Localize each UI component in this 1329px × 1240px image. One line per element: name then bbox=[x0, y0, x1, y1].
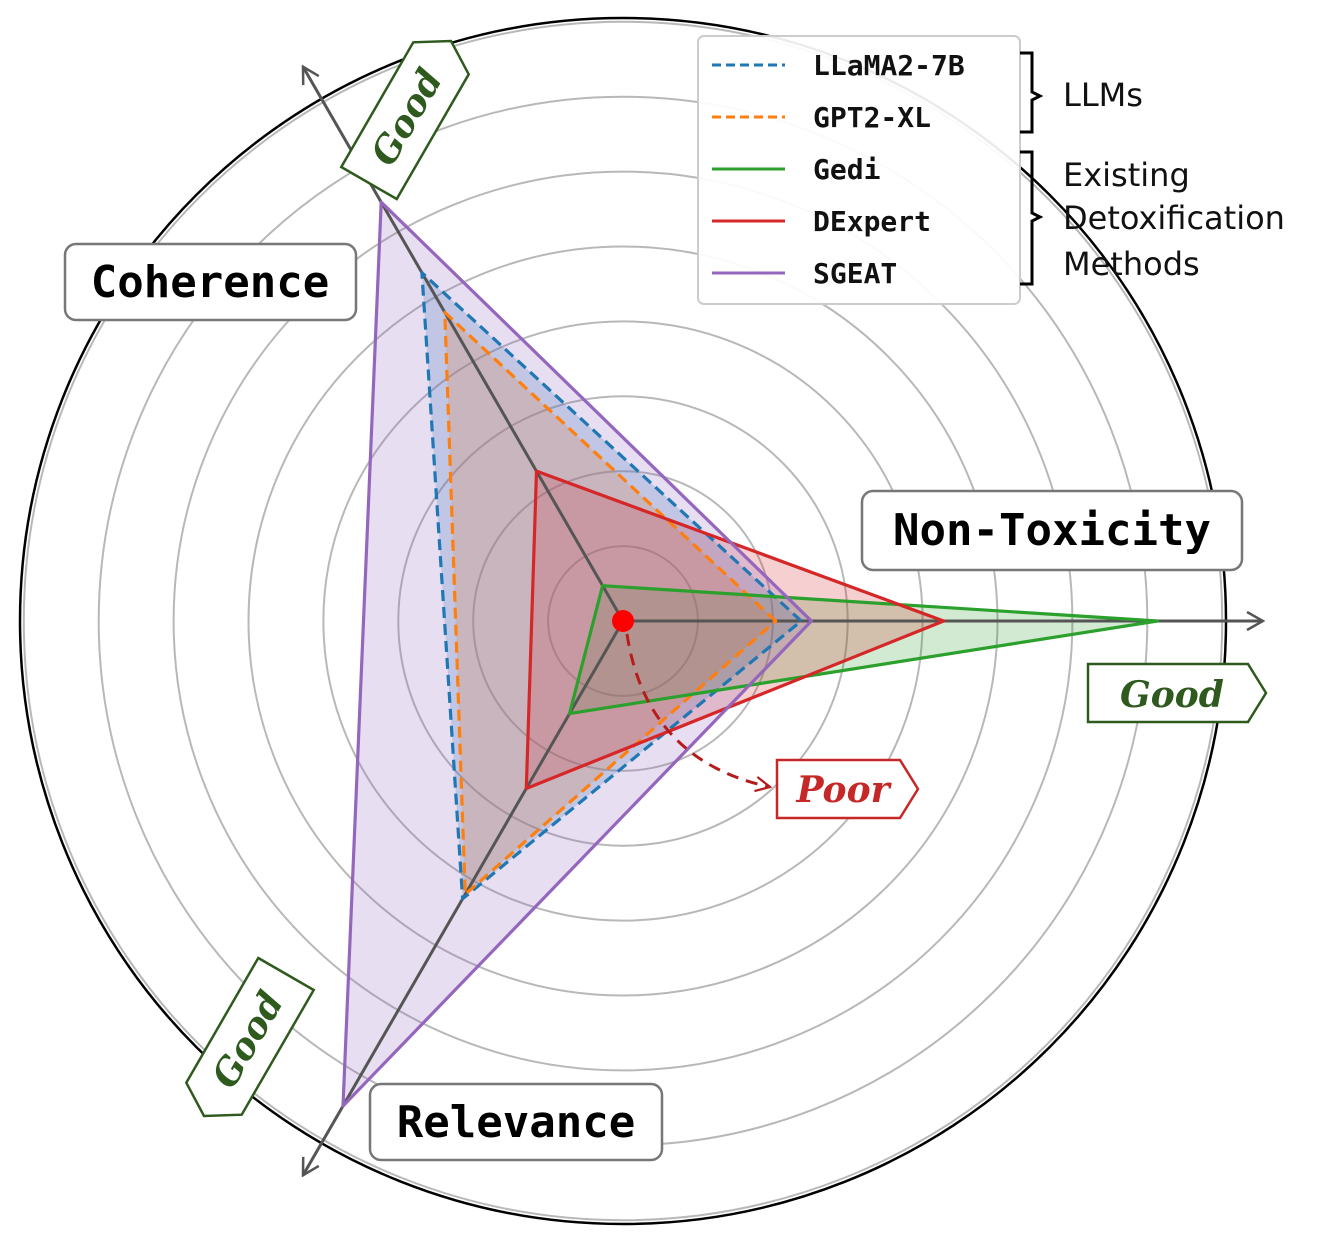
series-fill-sgeat bbox=[343, 202, 812, 1106]
poor-tag: Poor bbox=[775, 758, 920, 820]
legend-group-existing-line3: Methods bbox=[1063, 245, 1200, 283]
axis-title-nontoxicity: Non-Toxicity bbox=[860, 489, 1244, 572]
series-fill-dexpert bbox=[526, 471, 944, 789]
series-line-dexpert bbox=[524, 469, 946, 791]
good-label: Good bbox=[1120, 674, 1224, 716]
legend-label-sgeat: SGEAT bbox=[813, 257, 897, 290]
legend-label-llama2-7b: LLaMA2-7B bbox=[813, 49, 965, 82]
axis-title-relevance: Relevance bbox=[368, 1082, 664, 1162]
legend-group-llms: LLMs bbox=[1063, 76, 1143, 114]
legend-label-gpt2-xl: GPT2-XL bbox=[813, 101, 931, 134]
legend-label-dexpert: DExpert bbox=[813, 205, 931, 238]
series-fill-gedi bbox=[569, 585, 1158, 714]
svg-text:Non-Toxicity: Non-Toxicity bbox=[893, 505, 1211, 556]
axis-title-coherence: Coherence bbox=[63, 242, 358, 322]
poor-arrow bbox=[625, 633, 770, 787]
poor-label: Poor bbox=[795, 769, 892, 811]
legend-brace-llms bbox=[1020, 51, 1044, 134]
good-tag-relevance: Good bbox=[184, 956, 316, 1118]
series-fills bbox=[343, 202, 1158, 1106]
series-line-sgeat bbox=[341, 200, 814, 1108]
good-tag-coherence: Good bbox=[339, 39, 471, 201]
svg-text:Coherence: Coherence bbox=[91, 257, 329, 308]
legend-group-existing-line2: Detoxification bbox=[1063, 199, 1285, 237]
series-line-gedi bbox=[567, 584, 1160, 716]
series-lines bbox=[341, 200, 1160, 1108]
series-line-gpt2-xl bbox=[443, 310, 778, 896]
good-tag-nontoxicity: Good bbox=[1086, 662, 1268, 724]
svg-text:Relevance: Relevance bbox=[397, 1097, 635, 1148]
legend-group-existing-line1: Existing bbox=[1063, 156, 1190, 194]
series-line-llama2-7b bbox=[420, 271, 803, 901]
legend-label-gedi: Gedi bbox=[813, 153, 880, 186]
legend-brace-existing bbox=[1020, 150, 1044, 286]
origin-dot bbox=[612, 610, 634, 632]
